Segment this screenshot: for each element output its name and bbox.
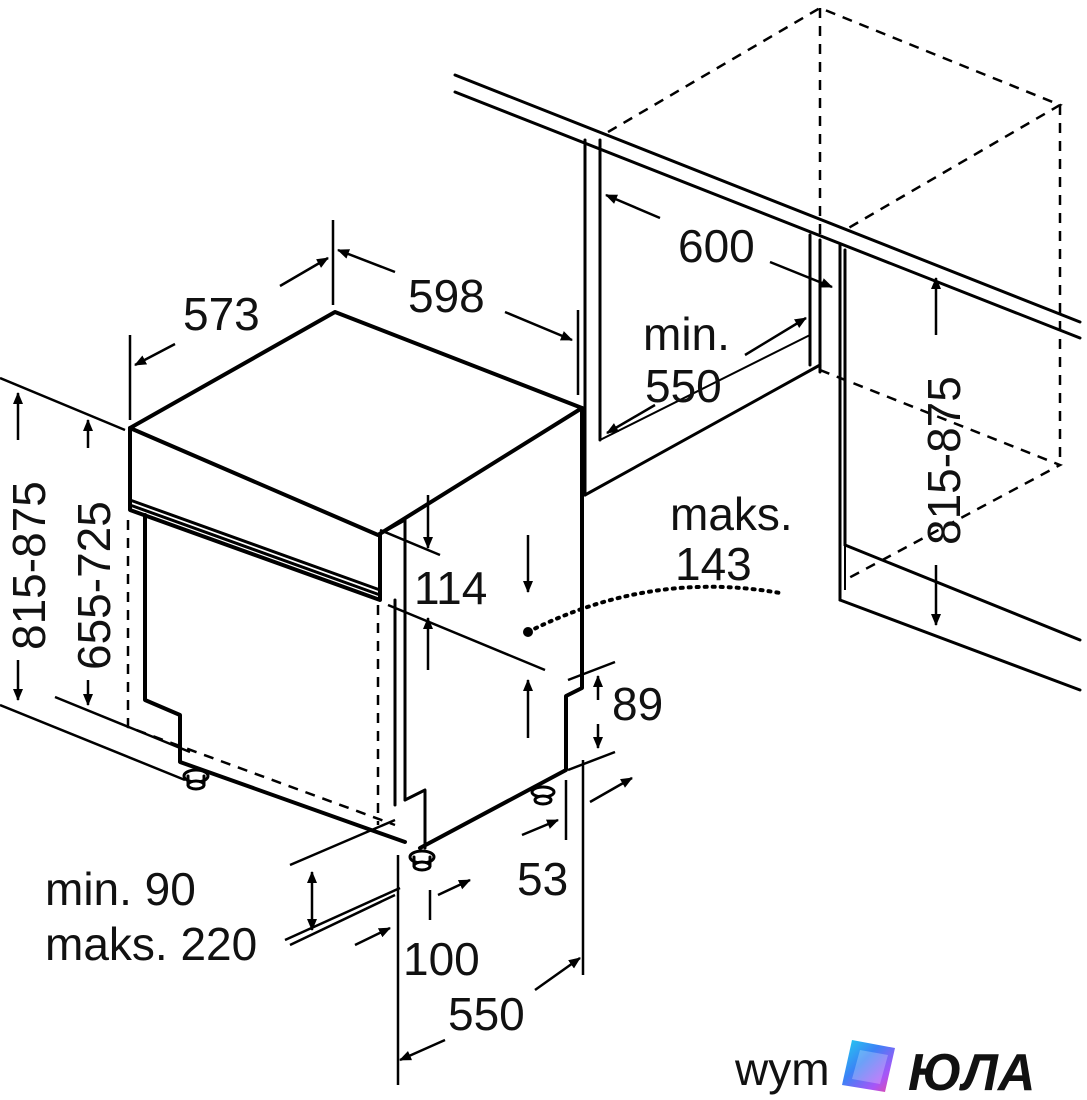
dimension-lines (0, 193, 941, 1085)
label-offset-53: 53 (517, 853, 568, 905)
watermark-text: wym (734, 1043, 830, 1095)
label-width-598: 598 (408, 270, 485, 322)
label-height-inner: 655-725 (68, 501, 120, 670)
label-offset-143: 143 (675, 538, 752, 590)
label-niche-min: min. (643, 308, 730, 360)
offset-leader-line (526, 584, 782, 634)
label-height-left: 815-875 (3, 481, 55, 650)
label-depth-573: 573 (183, 288, 260, 340)
label-depth-550: 550 (448, 988, 525, 1040)
label-niche-600: 600 (678, 220, 755, 272)
kitchen-cabinet-outline (453, 6, 1082, 692)
label-plinth-max: maks. 220 (45, 918, 257, 970)
dimension-labels: 573 598 600 min. 550 815-875 815-875 655… (3, 220, 970, 1040)
yula-logo-icon (842, 1040, 895, 1092)
label-niche-550: 550 (645, 360, 722, 412)
brand-text: ЮЛА (908, 1044, 1035, 1100)
label-height-right: 815-875 (918, 376, 970, 545)
label-offset-maks: maks. (670, 488, 793, 540)
offset-reference-point (523, 627, 533, 637)
label-foot-100: 100 (403, 933, 480, 985)
dishwasher-feet (182, 768, 556, 872)
label-offset-89: 89 (612, 678, 663, 730)
label-plinth-min: min. 90 (45, 863, 196, 915)
watermark: wym ЮЛА (734, 1040, 1035, 1100)
label-panel-114: 114 (414, 562, 487, 614)
dishwasher-body (126, 310, 584, 872)
